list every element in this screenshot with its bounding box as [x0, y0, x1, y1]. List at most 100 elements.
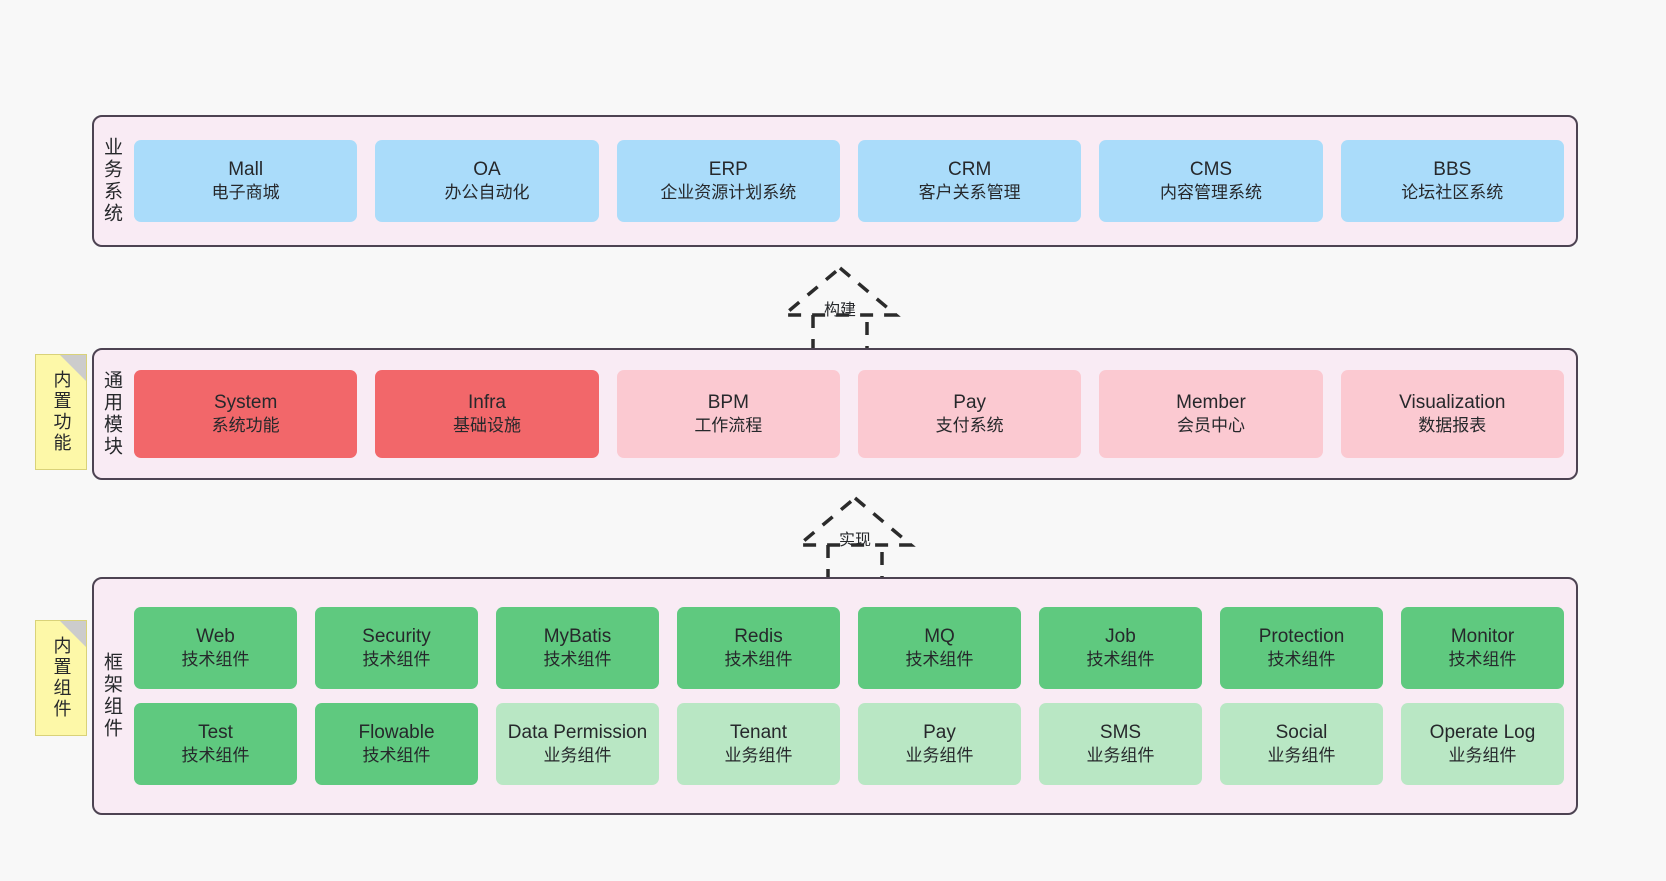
connector-implement-label: 实现: [838, 532, 872, 549]
card-title-en: Test: [198, 721, 233, 743]
card-erp[interactable]: ERP 企业资源计划系统: [616, 140, 840, 222]
card-title-cn: 技术组件: [1086, 650, 1155, 670]
card-visualization[interactable]: Visualization 数据报表: [1340, 370, 1564, 458]
card-title-en: ERP: [708, 158, 748, 180]
layer-common-modules-body: System 系统功能 Infra 基础设施 BPM 工作流程 Pay 支付系统 Member 会…: [128, 350, 1576, 478]
card-title-cn: 内容管理系统: [1159, 183, 1262, 203]
card-title-en: Redis: [734, 625, 783, 647]
card-title-en: MQ: [924, 625, 955, 647]
card-title-en: Flowable: [358, 721, 435, 743]
card-title-cn: 技术组件: [1267, 650, 1336, 670]
card-job[interactable]: Job 技术组件: [1039, 607, 1202, 689]
connector-build-label: 构建: [823, 302, 857, 319]
card-pay[interactable]: Pay 支付系统: [857, 370, 1082, 458]
card-title-en: BBS: [1433, 158, 1472, 180]
card-title-cn: 会员中心: [1176, 416, 1245, 436]
card-test[interactable]: Test 技术组件: [134, 703, 297, 785]
card-title-en: Pay: [923, 721, 956, 743]
card-title-en: Visualization: [1399, 391, 1506, 413]
card-title-cn: 支付系统: [935, 416, 1004, 436]
card-title-cn: 业务组件: [1086, 746, 1155, 766]
card-title-cn: 业务组件: [1267, 746, 1336, 766]
card-title-en: CRM: [948, 158, 992, 180]
card-title-cn: 技术组件: [181, 746, 250, 766]
card-title-cn: 业务组件: [905, 746, 974, 766]
card-title-en: Data Permission: [507, 721, 648, 743]
connector-build: 构建: [755, 262, 925, 362]
layer-common-modules: 通用模块 System 系统功能 Infra 基础设施 BPM 工作流程 Pay 支付系统 Me…: [92, 348, 1578, 480]
common-card-row: System 系统功能 Infra 基础设施 BPM 工作流程 Pay 支付系统 Member 会…: [134, 370, 1564, 458]
card-title-cn: 电子商城: [211, 183, 280, 203]
layer-business-systems-title: 业务系统: [100, 137, 122, 225]
sticky-note-builtin-features: 内置功能: [35, 354, 87, 470]
card-title-en: Pay: [953, 391, 987, 413]
card-title-en: Mall: [228, 158, 264, 180]
card-bbs[interactable]: BBS 论坛社区系统: [1340, 140, 1564, 222]
card-title-cn: 数据报表: [1418, 416, 1487, 436]
layer-common-modules-title: 通用模块: [100, 370, 122, 458]
card-title-cn: 技术组件: [362, 746, 431, 766]
card-title-en: BPM: [707, 391, 749, 413]
card-title-en: Job: [1105, 625, 1136, 647]
card-title-cn: 技术组件: [362, 650, 431, 670]
card-title-en: System: [213, 391, 278, 413]
card-oa[interactable]: OA 办公自动化: [375, 140, 599, 222]
card-title-cn: 工作流程: [694, 416, 763, 436]
card-title-en: OA: [473, 158, 501, 180]
card-flowable[interactable]: Flowable 技术组件: [315, 703, 478, 785]
card-title-cn: 系统功能: [211, 416, 280, 436]
card-infra[interactable]: Infra 基础设施: [375, 370, 599, 458]
card-title-en: Security: [362, 625, 431, 647]
card-operate-log[interactable]: Operate Log 业务组件: [1401, 703, 1564, 785]
card-mall[interactable]: Mall 电子商城: [134, 140, 358, 222]
card-title-cn: 企业资源计划系统: [660, 183, 797, 203]
card-title-en: Web: [196, 625, 235, 647]
card-title-cn: 技术组件: [543, 650, 612, 670]
connector-implement-arrow: [794, 495, 916, 590]
card-title-cn: 业务组件: [1448, 746, 1517, 766]
sticky-note-fold-icon: [60, 355, 86, 381]
card-title-en: Monitor: [1450, 625, 1515, 647]
connector-implement: 实现: [770, 492, 940, 592]
card-title-en: Operate Log: [1429, 721, 1536, 743]
card-redis[interactable]: Redis 技术组件: [677, 607, 840, 689]
card-security[interactable]: Security 技术组件: [315, 607, 478, 689]
card-title-en: SMS: [1099, 721, 1142, 743]
card-title-cn: 技术组件: [181, 650, 250, 670]
layer-framework-components-title: 框架组件: [100, 652, 122, 740]
card-cms[interactable]: CMS 内容管理系统: [1099, 140, 1323, 222]
card-social[interactable]: Social 业务组件: [1220, 703, 1383, 785]
sticky-note-builtin-components: 内置组件: [35, 620, 87, 736]
sticky-note-builtin-features-label: 内置功能: [51, 370, 72, 454]
card-pay[interactable]: Pay 业务组件: [858, 703, 1021, 785]
card-title-en: Infra: [467, 391, 506, 413]
card-sms[interactable]: SMS 业务组件: [1039, 703, 1202, 785]
card-title-en: CMS: [1189, 158, 1233, 180]
card-title-cn: 技术组件: [724, 650, 793, 670]
card-title-cn: 论坛社区系统: [1401, 183, 1504, 203]
card-title-en: Social: [1275, 721, 1328, 743]
card-title-cn: 办公自动化: [444, 183, 530, 203]
card-title-en: Tenant: [729, 721, 788, 743]
card-title-cn: 基础设施: [452, 416, 521, 436]
card-web[interactable]: Web 技术组件: [134, 607, 297, 689]
card-system[interactable]: System 系统功能: [134, 370, 358, 458]
card-bpm[interactable]: BPM 工作流程: [616, 370, 840, 458]
card-title-en: Member: [1176, 391, 1246, 413]
card-member[interactable]: Member 会员中心: [1099, 370, 1323, 458]
